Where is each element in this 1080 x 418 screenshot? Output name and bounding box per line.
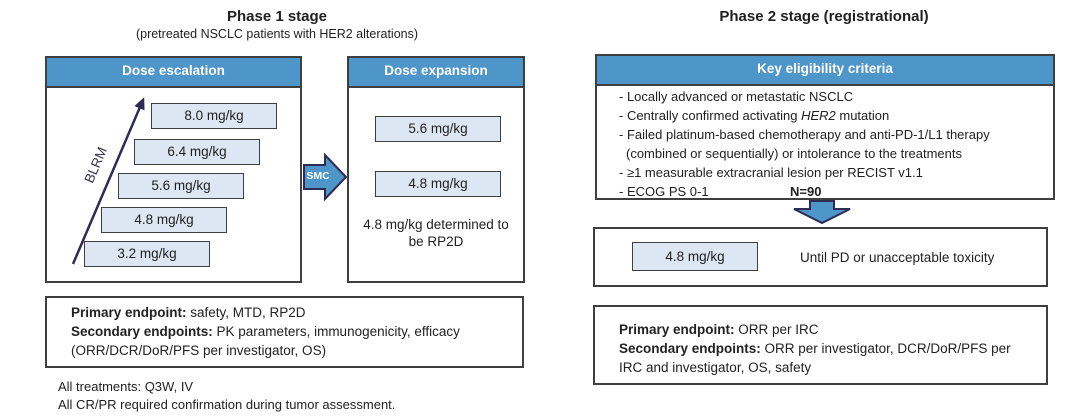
treatment-box: 4.8 mg/kg Until PD or unacceptable toxic… [593, 227, 1048, 287]
eligibility-header: Key eligibility criteria [597, 56, 1053, 86]
expansion-dose-box-4-8: 4.8 mg/kg [375, 171, 501, 197]
eligibility-list: - Locally advanced or metastatic NSCLC -… [597, 86, 1053, 201]
eligibility-item: - ≥1 measurable extracranial lesion per … [619, 165, 923, 180]
footnote-treatments: All treatments: Q3W, IV [58, 379, 194, 394]
eligibility-item: - ECOG PS 0-1 [619, 184, 709, 199]
phase1-secondary-endpoints-label: Secondary endpoints: [71, 324, 213, 339]
down-block-arrow-icon [793, 200, 851, 224]
phase1-subtitle: (pretreated NSCLC patients with HER2 alt… [135, 27, 419, 41]
phase1-header-block: Phase 1 stage (pretreated NSCLC patients… [45, 8, 509, 42]
footnote-confirmation: All CR/PR required confirmation during t… [58, 397, 396, 412]
eligibility-item-continuation: (combined or sequentially) or intoleranc… [626, 146, 963, 161]
n-patients-label: N=90 [790, 184, 822, 199]
expansion-dose-box-5-6: 5.6 mg/kg [375, 116, 501, 142]
phase2-secondary-endpoints-label: Secondary endpoints: [619, 341, 761, 356]
dose-escalation-header: Dose escalation [47, 58, 300, 88]
dose-box-3-2: 3.2 mg/kg [84, 241, 210, 267]
eligibility-item: - Failed platinum-based chemotherapy and… [619, 127, 990, 142]
phase1-endpoints-box: Primary endpoint: safety, MTD, RP2D Seco… [45, 296, 524, 368]
phase2-primary-endpoint-text: ORR per IRC [734, 322, 819, 337]
dose-box-5-6: 5.6 mg/kg [118, 173, 244, 199]
phase1-primary-endpoint-text: safety, MTD, RP2D [186, 305, 306, 320]
smc-label: SMC [306, 170, 330, 182]
rp2d-note: 4.8 mg/kg determined to be RP2D [363, 217, 509, 249]
treatment-duration-text: Until PD or unacceptable toxicity [800, 249, 995, 265]
phase1-title: Phase 1 stage [226, 8, 328, 25]
dose-escalation-box: Dose escalation BLRM 3.2 mg/kg 4.8 mg/kg… [45, 56, 302, 283]
dose-box-4-8: 4.8 mg/kg [101, 207, 227, 233]
phase2-secondary-endpoints-text: ORR per investigator, DCR/DoR/PFS per IR… [619, 341, 1011, 375]
dose-box-6-4: 6.4 mg/kg [134, 139, 260, 165]
eligibility-item: - Locally advanced or metastatic NSCLC [619, 89, 854, 104]
dose-expansion-header: Dose expansion [349, 58, 523, 88]
blrm-arrow-icon [71, 97, 145, 265]
phase1-secondary-endpoints-text: PK parameters, immunogenicity, efficacy … [71, 324, 460, 358]
phase2-title: Phase 2 stage (registrational) [719, 8, 929, 25]
eligibility-item: - Centrally confirmed activating HER2 mu… [619, 108, 890, 123]
treatment-dose-box: 4.8 mg/kg [632, 242, 758, 271]
eligibility-box: Key eligibility criteria - Locally advan… [595, 54, 1055, 200]
phase2-endpoints-box: Primary endpoint: ORR per IRC Secondary … [593, 305, 1048, 385]
dose-expansion-box: Dose expansion 5.6 mg/kg 4.8 mg/kg 4.8 m… [347, 56, 525, 283]
phase2-primary-endpoint-label: Primary endpoint: [619, 322, 735, 337]
phase2-header-block: Phase 2 stage (registrational) [593, 8, 1055, 26]
smc-arrow: SMC [303, 152, 348, 202]
dose-box-8-0: 8.0 mg/kg [151, 103, 277, 129]
right-block-arrow-icon [303, 152, 348, 202]
phase1-primary-endpoint-label: Primary endpoint: [71, 305, 187, 320]
